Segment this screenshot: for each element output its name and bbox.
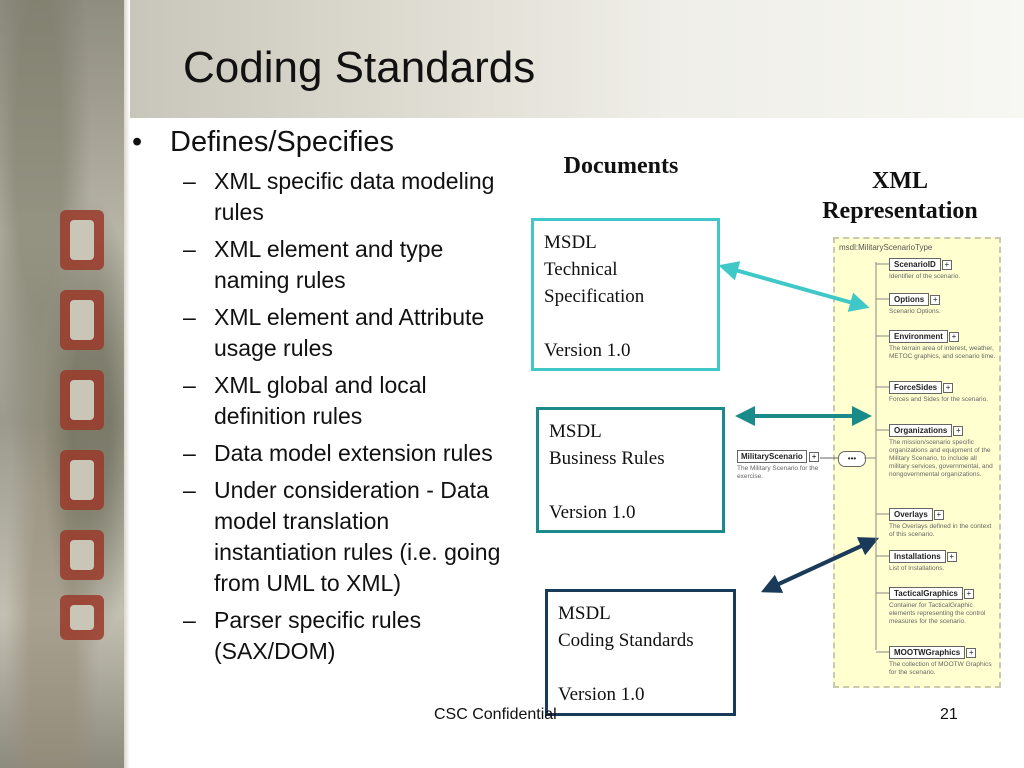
sub-bullet-list: –XML specific data modeling rules –XML e… <box>130 166 510 667</box>
xml-element-desc: Identifier of the scenario. <box>889 273 961 280</box>
xml-element-name: Overlays <box>889 508 933 521</box>
sub-bullet-item: –XML global and local definition rules <box>183 372 427 429</box>
doc-box-business-rules: MSDL Business Rules Version 1.0 <box>536 407 725 533</box>
xml-element-desc: Container for TacticalGraphic elements r… <box>889 602 986 625</box>
xml-element-name: Options <box>889 293 930 306</box>
title-band <box>130 0 1024 118</box>
doc-box-technical-specification: MSDL Technical Specification Version 1.0 <box>531 218 720 371</box>
xml-element: Organizations+ The mission/scenario speci… <box>889 424 997 479</box>
logo-letters-graphic <box>60 210 104 640</box>
sub-bullet-item: –XML specific data modeling rules <box>183 168 495 225</box>
sub-bullet-item: –Parser specific rules (SAX/DOM) <box>183 607 422 664</box>
xml-element-name: MOOTWGraphics <box>889 646 966 659</box>
sub-bullet-item: –XML element and type naming rules <box>183 236 444 293</box>
expand-icon: + <box>948 331 959 342</box>
expand-icon: + <box>946 551 957 562</box>
xml-element-desc: The collection of MOOTW Graphics for the… <box>889 661 992 676</box>
root-element-desc: The Military Scenario for the exercise. <box>737 465 819 480</box>
xml-element-desc: The mission/scenario specific organizati… <box>889 439 993 478</box>
xml-element-name: Environment <box>889 330 948 343</box>
page-number: 21 <box>940 706 958 723</box>
xml-element-name: TacticalGraphics <box>889 587 963 600</box>
sequence-icon: ••• <box>838 451 866 467</box>
expand-icon: + <box>953 425 964 436</box>
bullet-main-text: Defines/Specifies <box>170 126 395 158</box>
xml-element-desc: Scenario Options. <box>889 308 941 315</box>
xml-element: TacticalGraphics+ Container for TacticalG… <box>889 587 997 626</box>
expand-icon: + <box>809 452 820 462</box>
xml-element-desc: The Overlays defined in the context of t… <box>889 523 992 538</box>
sub-bullet-item: –XML element and Attribute usage rules <box>183 304 485 361</box>
xml-element: Overlays+ The Overlays defined in the con… <box>889 508 997 539</box>
xml-element-desc: List of Installations. <box>889 565 945 572</box>
root-element-name: MilitaryScenario <box>737 450 807 463</box>
xml-element: ScenarioID+ Identifier of the scenario. <box>889 258 997 281</box>
xml-element: Environment+ The terrain area of interest… <box>889 330 997 361</box>
xml-element-desc: Forces and Sides for the scenario. <box>889 396 988 403</box>
bullet-main: • Defines/Specifies <box>130 124 510 160</box>
xml-element: ForceSides+ Forces and Sides for the scen… <box>889 381 997 404</box>
slide-title: Coding Standards <box>183 43 536 92</box>
xml-representation-heading: XML Representation <box>822 168 978 224</box>
xml-element-name: Organizations <box>889 424 953 437</box>
xml-element: Installations+List of Installations. <box>889 550 997 573</box>
bullet-list: • Defines/Specifies –XML specific data m… <box>130 124 510 673</box>
xml-element: MOOTWGraphics+ The collection of MOOTW Gr… <box>889 646 997 677</box>
expand-icon: + <box>943 382 954 393</box>
documents-heading: Documents <box>563 153 679 179</box>
expand-icon: + <box>933 509 944 520</box>
expand-icon: + <box>963 588 974 599</box>
footer-confidential: CSC Confidential <box>434 706 557 723</box>
bullet-dot: • <box>132 126 143 158</box>
xml-root-element: MilitaryScenario + The Military Scenario… <box>737 450 829 481</box>
xml-element-name: ForceSides <box>889 381 943 394</box>
xml-element-name: Installations <box>889 550 946 563</box>
xml-element-desc: The terrain area of interest, weather, M… <box>889 345 996 360</box>
doc-box-coding-standards: MSDL Coding Standards Version 1.0 <box>545 589 736 716</box>
sub-bullet-item: –Data model extension rules <box>183 440 493 466</box>
xml-type-name: msdl:MilitaryScenarioType <box>839 243 933 252</box>
expand-icon: + <box>966 647 977 658</box>
expand-icon: + <box>930 294 941 305</box>
side-logo-lettering <box>52 210 112 640</box>
xml-element-name: ScenarioID <box>889 258 941 271</box>
xml-element: Options+ Scenario Options. <box>889 293 997 316</box>
expand-icon: + <box>941 259 952 270</box>
sub-bullet-item: –Under consideration - Data model transl… <box>183 477 501 596</box>
